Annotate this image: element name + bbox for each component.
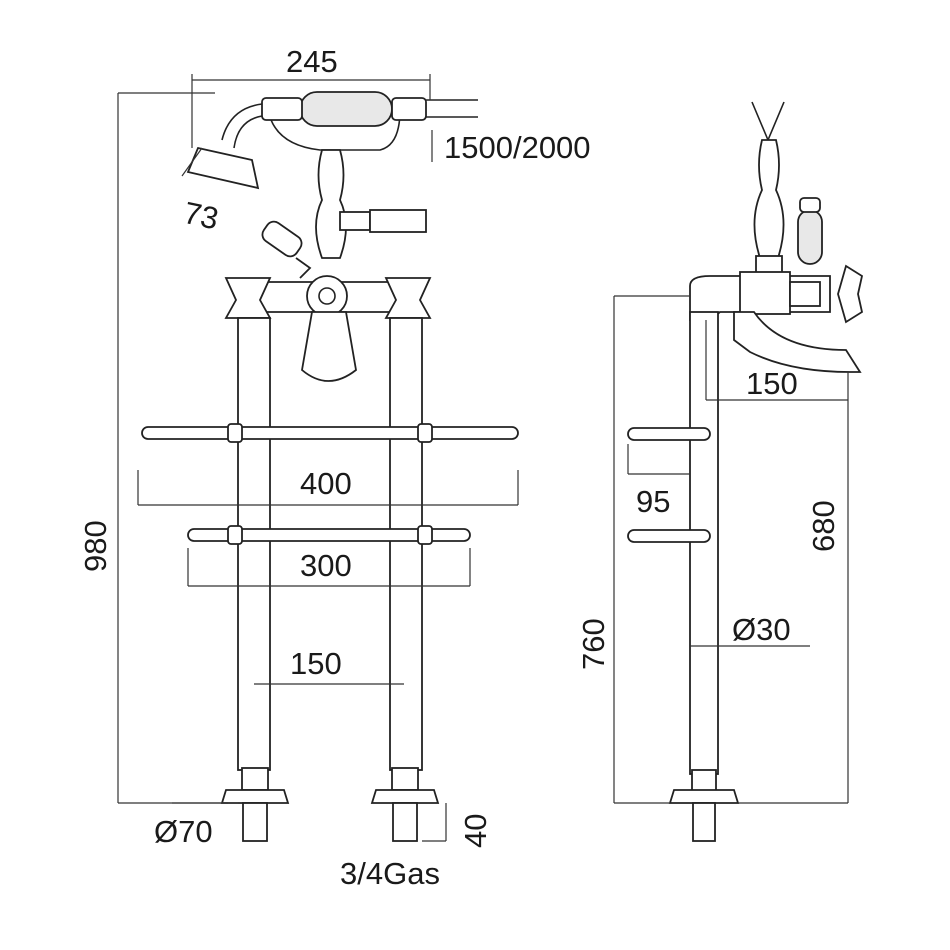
label-pipe-diameter: Ø30 <box>732 612 791 647</box>
label-tap-height: 760 <box>576 618 611 670</box>
side-labels: 150 95 680 760 Ø30 <box>576 366 841 670</box>
label-rail-upper: 400 <box>300 466 352 501</box>
label-thread: 3/4Gas <box>340 856 440 891</box>
label-total-height: 980 <box>78 520 113 572</box>
side-rails <box>627 427 711 543</box>
side-column <box>689 101 864 373</box>
label-inlet-length: 40 <box>458 814 493 848</box>
mixer-body <box>224 275 432 382</box>
towel-rail-lower <box>187 525 471 545</box>
side-foot <box>668 769 740 842</box>
label-leg-spacing: 150 <box>290 646 342 681</box>
front-dimensions <box>117 74 519 842</box>
central-column <box>261 149 427 279</box>
label-shower-head: 73 <box>181 195 222 236</box>
front-feet <box>220 767 440 842</box>
side-view: 150 95 680 760 Ø30 <box>576 101 864 842</box>
front-labels: 245 1500/2000 73 980 400 300 150 Ø70 40 … <box>78 44 591 891</box>
label-width-245: 245 <box>286 44 338 79</box>
front-legs <box>237 317 423 771</box>
label-foot-diameter: Ø70 <box>154 814 213 849</box>
shower-handset <box>186 91 478 190</box>
label-spout-reach: 150 <box>746 366 798 401</box>
front-view: 245 1500/2000 73 980 400 300 150 Ø70 40 … <box>78 44 591 891</box>
side-dimensions <box>613 295 849 804</box>
side-leg <box>689 311 719 775</box>
label-rail-spacing: 95 <box>636 484 670 519</box>
label-spout-height: 680 <box>806 500 841 552</box>
label-rail-lower: 300 <box>300 548 352 583</box>
towel-rail-upper <box>141 423 519 443</box>
label-hose-length: 1500/2000 <box>444 130 591 165</box>
